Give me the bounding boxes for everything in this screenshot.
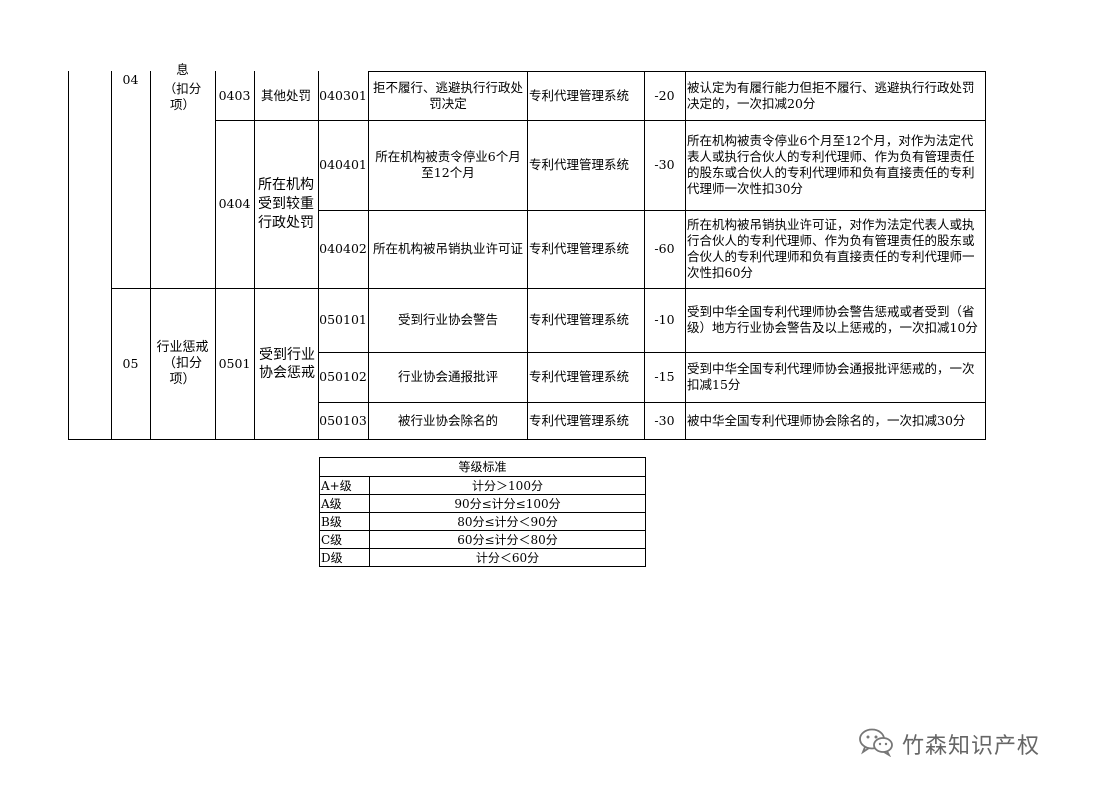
score: -30: [654, 157, 675, 172]
watermark-text: 竹森知识产权: [902, 734, 1041, 759]
watermark: 竹森知识产权: [858, 724, 1088, 764]
wechat-icon: [858, 727, 894, 761]
item-code: 040402: [319, 241, 367, 256]
item-code: 040301: [319, 87, 367, 103]
grade-range: 计分＜60分: [475, 550, 540, 565]
description: 所在机构被责令停业6个月至12个月，对作为法定代表人或执行合伙人的专利代理师、作…: [687, 133, 975, 196]
grade-level: A级: [321, 496, 342, 511]
description: 受到中华全国专利代理师协会通报批评惩戒的，一次扣减15分: [687, 361, 975, 392]
description: 所在机构被吊销执业许可证，对作为法定代表人或执行合伙人的专利代理师、作为负有管理…: [687, 217, 975, 280]
score: -30: [654, 412, 675, 428]
grade-range: 80分≤计分＜90分: [457, 514, 558, 529]
data-source: 专利代理管理系统: [529, 312, 630, 327]
category-code: 05: [122, 355, 139, 371]
item-name: 拒不履行、逃避执行行政处罚决定: [372, 79, 523, 111]
description: 被认定为有履行能力但拒不履行、逃避执行行政处罚决定的，一次扣减20分: [687, 79, 975, 111]
category-code: 04: [122, 72, 139, 87]
category-name: （扣分 项）: [163, 81, 202, 112]
item-name: 行业协会通报批评: [397, 369, 498, 384]
category-name: 行业惩戒 （扣分 项）: [156, 339, 209, 387]
description: 被中华全国专利代理师协会除名的，一次扣减30分: [687, 412, 966, 428]
grade-range: 90分≤计分≤100分: [454, 496, 561, 511]
data-source: 专利代理管理系统: [529, 412, 630, 428]
grade-level: C级: [321, 532, 343, 547]
item-name: 所在机构被责令停业6个月至12个月: [375, 149, 521, 180]
item-code: 050102: [319, 369, 367, 384]
data-source: 专利代理管理系统: [529, 369, 630, 384]
grade-level: D级: [321, 550, 343, 565]
item-code: 050101: [319, 312, 367, 327]
item-name: 被行业协会除名的: [397, 412, 498, 428]
score: -60: [654, 241, 675, 256]
data-source: 专利代理管理系统: [529, 157, 630, 172]
sub-name: 所在机构受到较重行政处罚: [258, 176, 314, 231]
item-code: 040401: [319, 157, 367, 172]
score: -20: [654, 87, 675, 103]
grade-range: 60分≤计分＜80分: [457, 532, 558, 547]
data-source: 专利代理管理系统: [529, 87, 630, 103]
score: -15: [654, 369, 675, 384]
data-source: 专利代理管理系统: [529, 241, 630, 256]
grade-title: 等级标准: [458, 460, 507, 474]
item-name: 所在机构被吊销执业许可证: [372, 241, 523, 256]
item-code: 050103: [319, 412, 367, 428]
score: -10: [654, 312, 675, 327]
category-name-cut: 息: [176, 62, 189, 77]
item-name: 受到行业协会警告: [397, 312, 498, 327]
grade-level: A+级: [321, 478, 352, 493]
sub-name: 受到行业协会惩戒: [259, 346, 315, 381]
grade-level: B级: [321, 514, 342, 529]
sub-code: 0501: [218, 355, 251, 371]
sub-code: 0403: [218, 87, 251, 103]
description: 受到中华全国专利代理师协会警告惩戒或者受到（省级）地方行业协会警告及以上惩戒的，…: [687, 304, 978, 335]
sub-code: 0404: [218, 196, 251, 211]
sub-name: 其他处罚: [260, 87, 311, 103]
grade-range: 计分＞100分: [472, 478, 543, 493]
